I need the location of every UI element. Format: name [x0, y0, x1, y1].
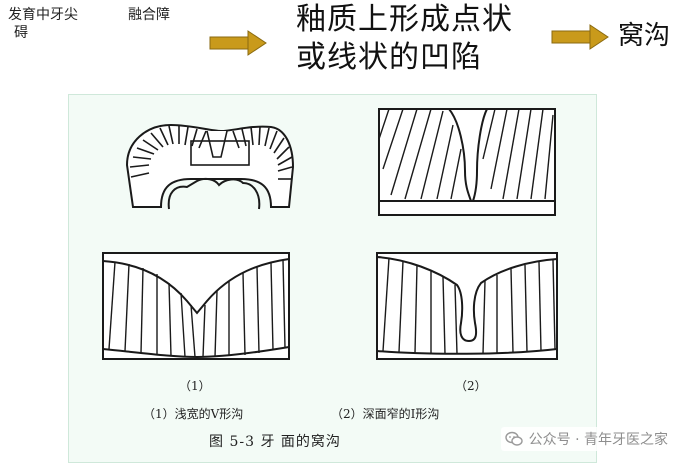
groove-i-shape-lower	[376, 252, 558, 360]
main-statement-line-2: 或线状的凹陷	[296, 40, 482, 75]
groove-i-shape-upper	[378, 108, 556, 216]
sublabel-i-groove: （2）深面窄的I形沟	[331, 407, 440, 421]
header-label-2: 融合障	[128, 7, 170, 23]
wechat-icon	[504, 431, 523, 446]
header-label-1: 发育中牙尖 碍	[8, 7, 78, 41]
result-term: 窝沟	[618, 21, 671, 51]
main-statement-line-1: 釉质上形成点状	[296, 2, 513, 37]
watermark: 公众号 · 青年牙医之家	[500, 427, 672, 451]
tooth-crown-section	[125, 123, 295, 210]
arrow-right-icon	[551, 24, 609, 50]
panel-label-2: （2）	[455, 379, 487, 393]
watermark-text: 公众号 · 青年牙医之家	[528, 432, 668, 448]
panel-label-1: （1）	[179, 379, 211, 393]
groove-v-shape	[102, 252, 290, 360]
figure-caption: 图 5-3 牙 面的窝沟	[209, 434, 341, 450]
figure-panel: （1） （2） （1）浅宽的V形沟 （2）深面窄的I形沟 图 5-3 牙 面的窝…	[68, 94, 597, 463]
sublabel-v-groove: （1）浅宽的V形沟	[143, 407, 244, 421]
arrow-right-icon	[209, 30, 267, 56]
groove-diagram	[102, 108, 558, 360]
